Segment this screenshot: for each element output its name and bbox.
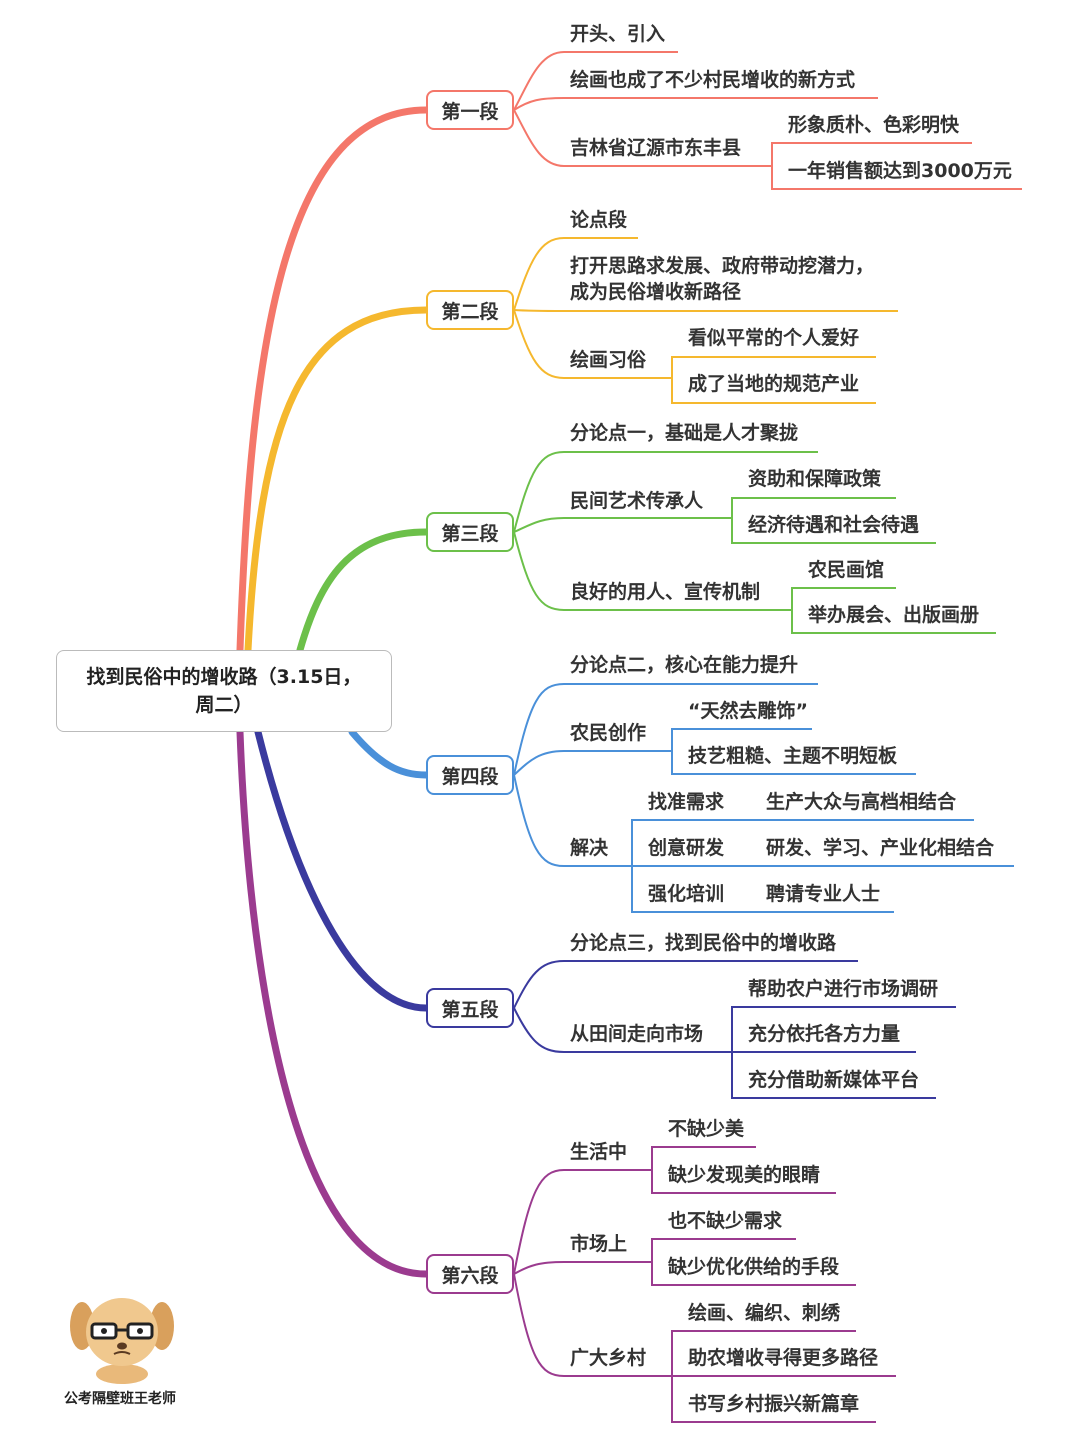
- s3-item-3-child-1[interactable]: 农民画馆: [808, 559, 885, 581]
- section-label: 第一段: [441, 100, 499, 123]
- trunk-edge-4: [348, 728, 430, 779]
- s1-item-3-child-2[interactable]: 一年销售额达到3000万元: [788, 160, 1012, 182]
- s6-item-1-child-2[interactable]: 缺少发现美的眼睛: [668, 1164, 821, 1186]
- trunk-edge-2: [244, 306, 430, 654]
- s6-item-3-child-2[interactable]: 助农增收寻得更多路径: [688, 1347, 879, 1369]
- s5-item-2-child-2[interactable]: 充分依托各方力量: [748, 1023, 901, 1045]
- s5-item-2[interactable]: 从田间走向市场: [570, 1023, 704, 1045]
- s6-item-1-child-1[interactable]: 不缺少美: [668, 1118, 745, 1140]
- section-node-4[interactable]: 第四段: [426, 755, 514, 795]
- root-title-line1: 找到民俗中的增收路（3.15日，: [86, 666, 362, 688]
- s4-pair-1-b[interactable]: 生产大众与高档相结合: [766, 791, 957, 813]
- s4-item-2[interactable]: 农民创作: [570, 722, 647, 744]
- section-node-2[interactable]: 第二段: [426, 290, 514, 330]
- trunk-edge-3: [296, 528, 430, 654]
- trunk-edge-6: [236, 728, 430, 1278]
- s4-pair-1-a[interactable]: 找准需求: [648, 791, 725, 813]
- s3-item-2-child-1[interactable]: 资助和保障政策: [748, 468, 882, 490]
- root-node[interactable]: 找到民俗中的增收路（3.15日， 周二）: [56, 650, 392, 732]
- s6-item-2[interactable]: 市场上: [570, 1233, 628, 1255]
- s4-item-2-child-2[interactable]: 技艺粗糙、主题不明短板: [688, 745, 898, 767]
- s3-item-1[interactable]: 分论点一，基础是人才聚拢: [570, 422, 799, 444]
- s6-item-2-child-2[interactable]: 缺少优化供给的手段: [668, 1256, 840, 1278]
- s5-item-2-child-1[interactable]: 帮助农户进行市场调研: [748, 978, 939, 1000]
- s1-item-3[interactable]: 吉林省辽源市东丰县: [570, 137, 742, 159]
- section-node-3[interactable]: 第三段: [426, 512, 514, 552]
- s1-item-3-child-1[interactable]: 形象质朴、色彩明快: [788, 114, 960, 136]
- s6-item-3-child-3[interactable]: 书写乡村振兴新篇章: [688, 1393, 860, 1415]
- trunk-edge-5: [254, 728, 430, 1012]
- s6-item-3[interactable]: 广大乡村: [570, 1347, 647, 1369]
- s4-pair-2-b[interactable]: 研发、学习、产业化相结合: [766, 837, 995, 859]
- s1-item-1[interactable]: 开头、引入: [570, 23, 666, 45]
- section-label: 第六段: [441, 1264, 499, 1287]
- s3-item-3[interactable]: 良好的用人、宣传机制: [570, 581, 761, 603]
- s2-item-1[interactable]: 论点段: [570, 209, 628, 231]
- section-node-6[interactable]: 第六段: [426, 1254, 514, 1294]
- s1-item-2[interactable]: 绘画也成了不少村民增收的新方式: [570, 69, 856, 91]
- trunk-edge-1: [236, 106, 430, 654]
- s4-item-2-child-1[interactable]: “天然去雕饰”: [688, 700, 808, 722]
- s3-item-2-child-2[interactable]: 经济待遇和社会待遇: [748, 514, 920, 536]
- section-label: 第四段: [441, 765, 499, 788]
- s3-item-3-child-2[interactable]: 举办展会、出版画册: [808, 604, 980, 626]
- watermark-text: 公考隔壁班王老师: [64, 1391, 176, 1407]
- section-label: 第五段: [441, 998, 499, 1021]
- s4-pair-2-a[interactable]: 创意研发: [648, 837, 725, 859]
- s5-item-1[interactable]: 分论点三，找到民俗中的增收路: [570, 932, 837, 954]
- s4-pair-3-a[interactable]: 强化培训: [648, 883, 725, 905]
- section-label: 第三段: [441, 522, 499, 545]
- s2-item-3[interactable]: 绘画习俗: [570, 349, 647, 371]
- s2-item-2-line2[interactable]: 成为民俗增收新路径: [570, 281, 742, 303]
- s3-item-2[interactable]: 民间艺术传承人: [570, 490, 704, 512]
- s6-item-1[interactable]: 生活中: [570, 1141, 628, 1163]
- s4-pair-3-b[interactable]: 聘请专业人士: [766, 883, 881, 905]
- s2-item-3-child-2[interactable]: 成了当地的规范产业: [688, 373, 860, 395]
- section-node-5[interactable]: 第五段: [426, 988, 514, 1028]
- section-node-1[interactable]: 第一段: [426, 90, 514, 130]
- s2-item-3-child-1[interactable]: 看似平常的个人爱好: [688, 327, 860, 349]
- dog-mascot-icon: [70, 1298, 174, 1384]
- s6-item-3-child-1[interactable]: 绘画、编织、刺绣: [688, 1302, 841, 1324]
- s2-item-2-line1[interactable]: 打开思路求发展、政府带动挖潜力，: [570, 255, 875, 277]
- s6-item-2-child-1[interactable]: 也不缺少需求: [668, 1210, 783, 1232]
- root-title-line2: 周二）: [195, 694, 253, 716]
- s5-item-2-child-3[interactable]: 充分借助新媒体平台: [748, 1069, 920, 1091]
- section-label: 第二段: [441, 300, 499, 323]
- s4-item-1[interactable]: 分论点二，核心在能力提升: [570, 654, 799, 676]
- s4-item-3[interactable]: 解决: [570, 837, 609, 859]
